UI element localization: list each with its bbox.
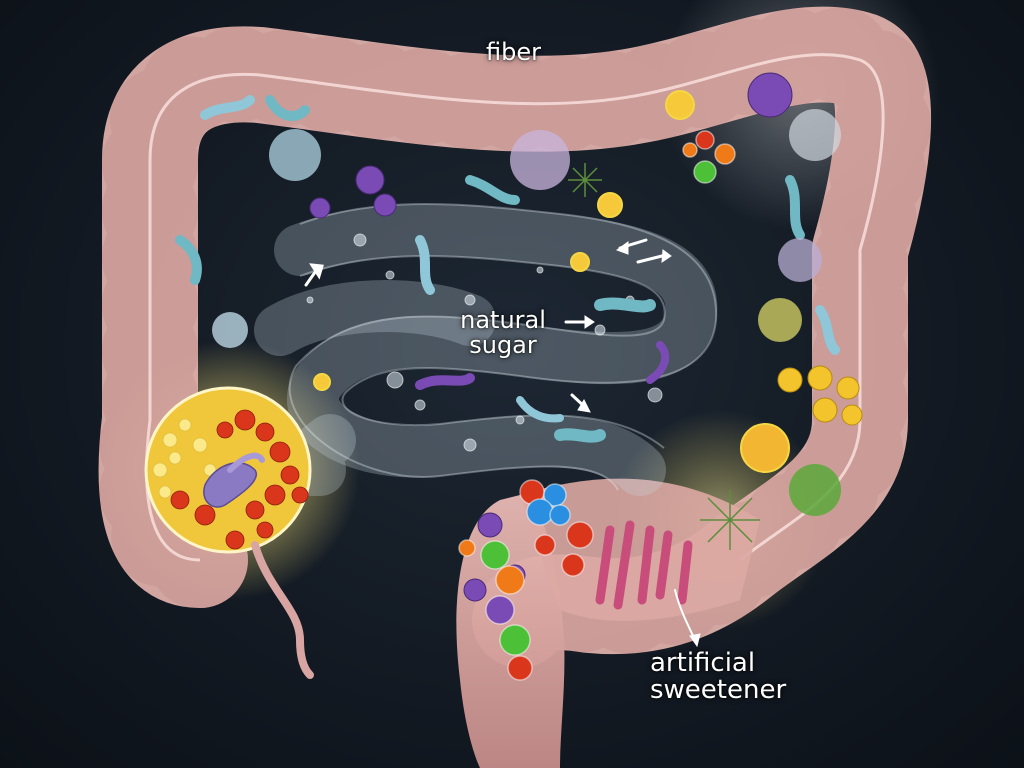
- flow-arrows: [304, 238, 701, 648]
- smiley-microbes: [777, 365, 863, 426]
- colored-balls: [458, 130, 736, 681]
- natural-sugar-label: natural sugar: [460, 306, 546, 360]
- microbes: [175, 95, 840, 443]
- magnified-view: [144, 386, 312, 554]
- pink-rods: [595, 520, 693, 610]
- bubbles: [306, 233, 663, 452]
- fiber-bursts: [313, 90, 790, 473]
- artificial-sweetener-label: artificial sweetener: [650, 648, 787, 706]
- fiber-label: fiber: [486, 38, 541, 66]
- granule-clusters: [212, 109, 841, 348]
- green-starbursts: [568, 163, 760, 550]
- appendix: [251, 541, 314, 679]
- small-intestine-outline: [288, 203, 718, 491]
- green-cluster: [789, 464, 841, 516]
